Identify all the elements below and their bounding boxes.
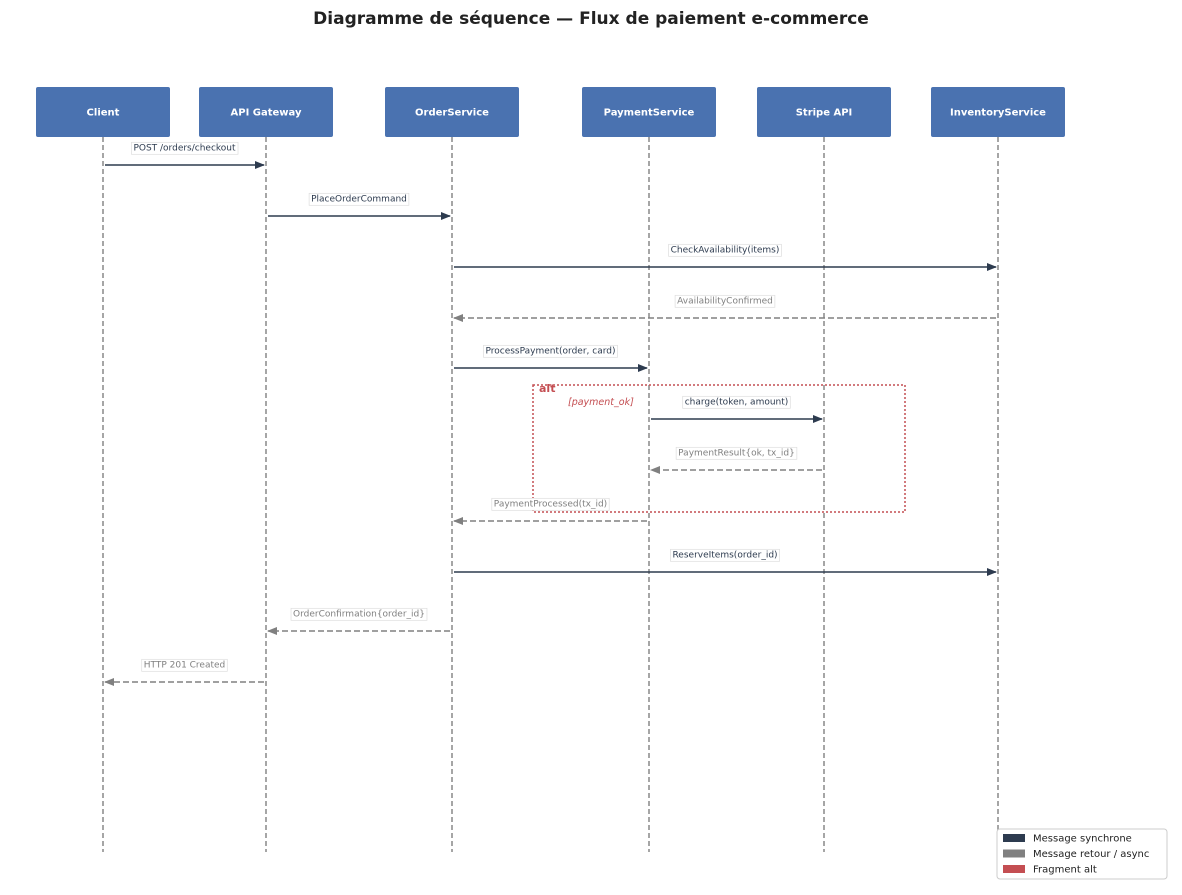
message-label-bg-8 xyxy=(491,497,610,511)
actor-box-client xyxy=(36,87,170,137)
message-label-bg-3 xyxy=(668,243,782,257)
message-label-bg-6 xyxy=(682,395,791,409)
actors: Client API Gateway OrderService PaymentServ… xyxy=(36,87,1065,137)
legend-label-async: Message retour / async xyxy=(1033,849,1149,860)
message-label-4: AvailabilityConfirmed xyxy=(677,296,773,306)
alt-fragment-name: alt xyxy=(539,382,555,395)
actor-label-client: Client xyxy=(87,108,120,119)
actor-box-stripe xyxy=(757,87,891,137)
message-label-8: PaymentProcessed(tx_id) xyxy=(494,499,607,509)
message-label-10: OrderConfirmation{order_id} xyxy=(293,609,425,619)
message-label-9: ReserveItems(order_id) xyxy=(672,550,777,560)
legend-swatch-sync xyxy=(1003,834,1025,842)
actor-box-inventory xyxy=(931,87,1065,137)
message-label-11: HTTP 201 Created xyxy=(144,660,226,670)
actor-label-order: OrderService xyxy=(415,108,489,119)
message-label-bg-9 xyxy=(670,548,780,562)
legend-label-fragment: Fragment alt xyxy=(1033,865,1097,876)
message-label-bg-10 xyxy=(290,607,428,621)
message-label-6: charge(token, amount) xyxy=(685,397,789,407)
message-label-3: CheckAvailability(items) xyxy=(671,245,780,255)
message-label-1: POST /orders/checkout xyxy=(133,143,236,153)
message-label-bg-1 xyxy=(131,141,239,155)
actor-box-payment xyxy=(582,87,716,137)
lifelines xyxy=(102,137,999,852)
legend-label-sync: Message synchrone xyxy=(1033,834,1132,845)
message-label-7: PaymentResult{ok, tx_id} xyxy=(678,448,795,458)
alt-fragment-guard: [payment_ok] xyxy=(568,397,634,408)
actor-label-payment: PaymentService xyxy=(604,108,695,119)
legend-box xyxy=(996,828,1168,880)
alt-fragment: alt [payment_ok] xyxy=(532,382,906,513)
message-label-bg-4 xyxy=(674,294,776,308)
legend-swatch-async xyxy=(1003,849,1025,858)
actor-label-inventory: InventoryService xyxy=(950,108,1046,119)
message-label-5: ProcessPayment(order, card) xyxy=(485,346,615,356)
actor-box-gateway xyxy=(199,87,333,137)
message-label-bg-11 xyxy=(141,658,228,672)
legend-swatch-fragment xyxy=(1003,865,1025,873)
message-label-bg-2 xyxy=(308,192,410,206)
message-label-bg-5 xyxy=(483,344,618,358)
actor-label-gateway: API Gateway xyxy=(231,108,302,119)
message-label-bg-7 xyxy=(675,446,798,460)
message-label-2: PlaceOrderCommand xyxy=(311,194,407,204)
diagram-title: Diagramme de séquence — Flux de paiement… xyxy=(313,9,869,29)
messages: POST /orders/checkoutPlaceOrderCommandCh… xyxy=(104,141,997,686)
actor-box-order xyxy=(385,87,519,137)
actor-label-stripe: Stripe API xyxy=(796,108,853,119)
alt-fragment-box xyxy=(532,384,906,513)
